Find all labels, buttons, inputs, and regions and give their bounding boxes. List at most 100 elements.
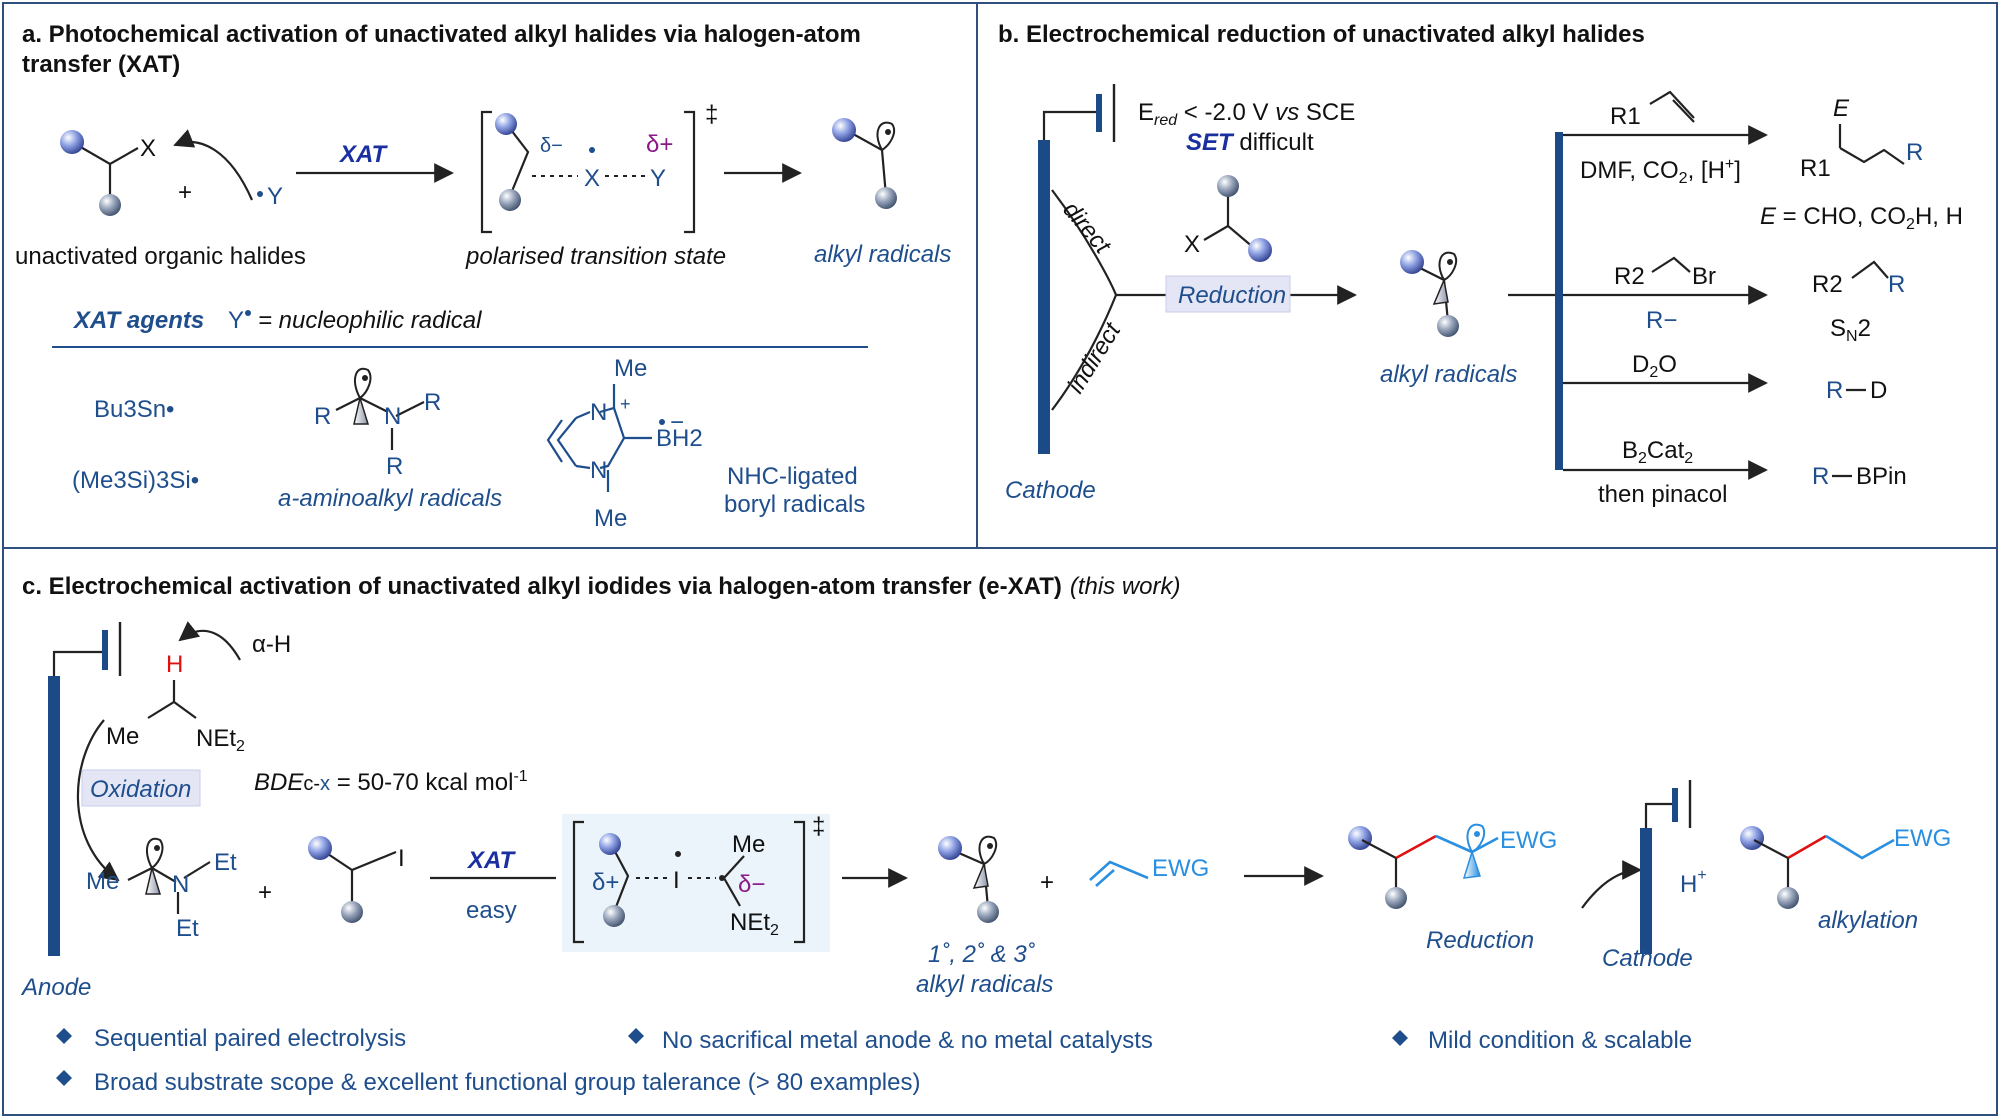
svg-text:BPin: BPin: [1856, 463, 1907, 490]
rad-et1: Et: [214, 849, 237, 876]
amine-me: Me: [106, 723, 139, 750]
easy-label: easy: [466, 897, 517, 924]
r2-reagent: R2: [1614, 263, 1645, 290]
reduction-label-b: Reduction: [1178, 282, 1286, 309]
r2-conditions: R−: [1646, 307, 1677, 334]
alkyl-radicals-b: alkyl radicals: [1380, 361, 1517, 388]
rad-me: Me: [86, 868, 119, 895]
alkene-acceptor: [1089, 860, 1149, 887]
r4-product-r: R: [1812, 463, 1829, 490]
r2-note: SN2: [1830, 315, 1871, 345]
iodide-i: I: [398, 845, 405, 872]
panel-c-title: c. Electrochemical activation of unactiv…: [22, 573, 1181, 600]
ts-dagger: ‡: [705, 101, 718, 128]
anode-wire: [52, 650, 102, 676]
panel-b-title: b. Electrochemical reduction of unactiva…: [998, 21, 1645, 48]
r1-prod-r1: R1: [1800, 155, 1831, 182]
ts-delta-minus-c: δ−: [738, 871, 765, 898]
radicals-c-line1: 1˚, 2˚ & 3˚: [928, 941, 1036, 968]
direct-indirect-curves: [1051, 189, 1118, 411]
agent4-minus: −: [670, 409, 684, 436]
r2-prod-r2: R2: [1812, 271, 1843, 298]
bullet-diamond-3: [1392, 1030, 1408, 1046]
alkyl-radical-b: [1400, 250, 1459, 337]
r1-reagent: R1: [1610, 103, 1641, 130]
bde-label: BDEc-x = 50-70 kcal mol-1: [254, 768, 528, 796]
curved-arrow: [173, 129, 254, 201]
ered-text: Ered < -2.0 V vs SCE: [1138, 99, 1355, 129]
alkyl-radical-a: [832, 118, 897, 209]
amine-net2: NEt2: [196, 725, 245, 755]
cathode-wire-b: [1042, 110, 1096, 140]
r2-prod-r: R: [1888, 271, 1905, 298]
ts-me-c: Me: [732, 831, 765, 858]
panel-a-title-line2: transfer (XAT): [22, 51, 180, 78]
panel-a: a. Photochemical activation of unactivat…: [15, 21, 951, 532]
label-unactivated-halides: unactivated organic halides: [15, 243, 306, 270]
r1-prod-r: R: [1906, 139, 1923, 166]
ts-x: X: [584, 165, 600, 192]
alkyl-halide-structure: X: [60, 130, 156, 216]
alkyl-radical-c: [938, 835, 999, 923]
rad-n: N: [172, 871, 189, 898]
halide-x-b: X: [1184, 231, 1200, 258]
halide-x-label: X: [140, 135, 156, 162]
cathode-electrode-c: [1640, 828, 1652, 954]
agent3-r-bottom: R: [386, 453, 403, 480]
r1-conditions: DMF, CO2, [H+]: [1580, 156, 1741, 187]
agent4-plus: +: [620, 394, 631, 414]
ts-net2-c: NEt2: [730, 909, 779, 939]
agents-definition: = nucleophilic radical: [258, 307, 482, 334]
panel-c: c. Electrochemical activation of unactiv…: [20, 573, 1951, 1096]
bullet-diamond-4: [56, 1070, 72, 1086]
r1-prod-e: E: [1833, 95, 1850, 122]
oxidation-label: Oxidation: [90, 776, 191, 803]
aminoalkyl-radical-c: Me N Et Et: [86, 837, 237, 942]
alkylation-label: alkylation: [1818, 907, 1918, 934]
cathode-electrode-b: [1038, 140, 1050, 454]
nhc-boryl-structure: N + Me BH2 − N Me: [546, 355, 703, 532]
xat-agents-title: XAT agents: [72, 307, 204, 334]
xat-label-c: XAT: [466, 847, 517, 874]
label-polarised-ts: polarised transition state: [465, 243, 726, 270]
bullet-2: No sacrifical metal anode & no metal cat…: [662, 1027, 1153, 1054]
label-alkyl-radicals-a: alkyl radicals: [814, 241, 951, 268]
alpha-h-label: α-H: [252, 631, 291, 658]
anode-electrode: [48, 676, 60, 956]
aminoalkyl-radical-structure: R N R R: [314, 367, 441, 480]
cathode-label-c: Cathode: [1602, 945, 1693, 972]
xat-arrow-label: XAT: [338, 141, 389, 168]
bullet-3: Mild condition & scalable: [1428, 1027, 1692, 1054]
bullet-1: Sequential paired electrolysis: [94, 1025, 406, 1052]
agent3-r-left: R: [314, 403, 331, 430]
panel-a-title-line1: a. Photochemical activation of unactivat…: [22, 21, 861, 48]
agents-y: Y: [228, 307, 244, 334]
alkyl-halide-b: X: [1184, 175, 1272, 262]
ewg3: EWG: [1894, 825, 1951, 852]
svg-text:D: D: [1870, 377, 1887, 404]
h-atom: H: [166, 651, 183, 678]
alkyl-iodide: I: [308, 836, 405, 923]
plus-sign: +: [178, 179, 192, 206]
nhc-label-line2: boryl radicals: [724, 491, 865, 518]
r3-product: R: [1826, 377, 1843, 404]
h-plus: H+: [1680, 867, 1707, 898]
ts-delta-plus: δ+: [646, 131, 673, 158]
r4-reagent: B2Cat2: [1622, 437, 1693, 467]
radicals-c-line2: alkyl radicals: [916, 971, 1053, 998]
indirect-label: indirect: [1062, 317, 1127, 398]
ts-y: Y: [650, 165, 666, 192]
agent3-n: N: [384, 403, 401, 430]
agent-me3si3si: (Me3Si)3Si•: [72, 467, 199, 494]
agent4-n-bottom: N: [590, 457, 607, 484]
transition-state-c: ‡ δ+ I Me δ− NEt2: [572, 813, 825, 944]
r2-reagent-br: Br: [1692, 263, 1716, 290]
agent4-n-top: N: [590, 399, 607, 426]
bullet-diamond-2: [628, 1028, 644, 1044]
agent-bu3sn: Bu3Sn•: [94, 396, 174, 423]
agent4-me-top: Me: [614, 355, 647, 382]
ewg1: EWG: [1152, 855, 1209, 882]
panel-b: b. Electrochemical reduction of unactiva…: [998, 21, 1963, 508]
r3-reagent: D2O: [1632, 351, 1677, 381]
